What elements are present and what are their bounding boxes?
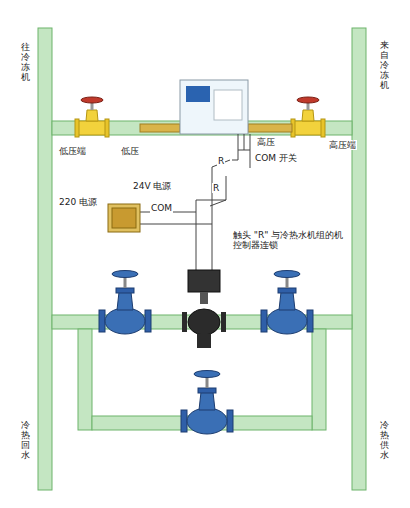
pipe-label: 来自冷冻机 [380,40,389,91]
power-label: 24V 电源 [132,181,172,191]
contact-label: R [217,156,225,166]
power-label: 220 电源 [58,197,98,207]
port-label: 低压端 [58,146,87,156]
pipe-label: 往冷冻机 [21,42,30,84]
port-label: 高压端 [328,140,357,150]
port-label: 低压 [120,146,140,156]
signal-label: COM [150,203,173,213]
contact-label: R [212,183,220,193]
note-text: 触头 "R" 与冷热水机组的机控制器连锁 [232,230,350,251]
pipe-label: 冷热供水 [380,420,389,462]
signal-label: COM 开关 [254,153,298,163]
pipe-label: 冷热回水 [21,420,30,462]
port-label: 高压 [256,137,276,147]
